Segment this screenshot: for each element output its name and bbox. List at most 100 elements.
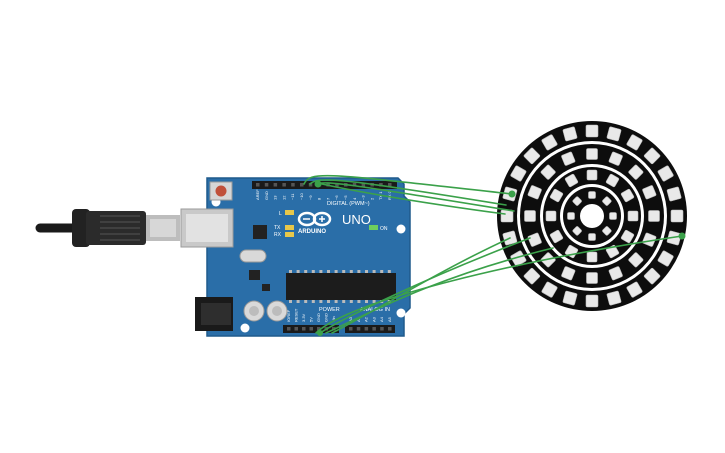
center-ring-led[interactable] — [572, 196, 582, 206]
digital-pin[interactable] — [361, 183, 366, 187]
digital-pin-label: 13 — [273, 195, 278, 200]
digital-header-label: DIGITAL (PWM~) — [327, 201, 370, 207]
digital-pin[interactable] — [388, 183, 392, 187]
outer-ring-led[interactable] — [562, 290, 578, 306]
outer-ring-led[interactable] — [500, 209, 514, 223]
inner-ring-led[interactable] — [586, 251, 598, 263]
middle-ring-led[interactable] — [628, 164, 644, 180]
outer-ring-led[interactable] — [666, 186, 682, 202]
outer-ring-led[interactable] — [606, 126, 622, 142]
wire-power-1[interactable] — [319, 237, 531, 334]
middle-ring-led[interactable] — [527, 232, 542, 247]
digital-pin[interactable] — [256, 183, 260, 187]
outer-ring-led[interactable] — [670, 209, 684, 223]
inner-ring-led[interactable] — [605, 173, 620, 188]
analog-pin[interactable] — [372, 327, 376, 331]
center-ring-led[interactable] — [609, 212, 617, 220]
digital-pin[interactable] — [273, 183, 278, 187]
digital-pin[interactable] — [264, 183, 269, 187]
outer-ring-led[interactable] — [626, 134, 643, 151]
middle-ring-led[interactable] — [608, 266, 623, 281]
inner-ring-led[interactable] — [627, 210, 639, 222]
middle-ring-led[interactable] — [648, 210, 660, 222]
outer-ring-led[interactable] — [585, 294, 599, 308]
outer-ring-led[interactable] — [643, 147, 661, 165]
power-pin[interactable] — [294, 327, 299, 331]
digital-pin[interactable] — [335, 183, 339, 187]
outer-ring-led[interactable] — [541, 134, 558, 151]
wire-data-2[interactable] — [309, 179, 507, 206]
middle-ring-led[interactable] — [524, 210, 536, 222]
power-pin[interactable] — [317, 327, 321, 331]
wire-endpoint[interactable] — [317, 330, 323, 336]
neopixel-rings[interactable] — [497, 121, 687, 311]
outer-ring-led[interactable] — [510, 165, 527, 182]
middle-ring-led[interactable] — [608, 151, 623, 166]
middle-ring-led[interactable] — [527, 185, 542, 200]
inner-ring-led[interactable] — [549, 188, 564, 203]
middle-ring-led[interactable] — [642, 232, 657, 247]
center-ring-led[interactable] — [588, 191, 596, 199]
analog-header[interactable] — [345, 325, 395, 333]
outer-ring-led[interactable] — [626, 281, 643, 298]
analog-pin[interactable] — [388, 327, 392, 331]
outer-ring-led[interactable] — [523, 147, 541, 165]
outer-ring-led[interactable] — [666, 230, 682, 246]
outer-ring-led[interactable] — [657, 165, 674, 182]
outer-ring-led[interactable] — [523, 267, 541, 285]
digital-pin[interactable] — [352, 183, 357, 187]
outer-ring-led[interactable] — [657, 250, 674, 267]
wire-data-4[interactable] — [321, 183, 506, 215]
middle-ring-led[interactable] — [586, 148, 598, 160]
analog-pin-label: A2 — [364, 316, 369, 322]
digital-pin[interactable] — [308, 183, 313, 187]
reset-button[interactable] — [209, 181, 233, 201]
rx-led — [285, 232, 294, 237]
inner-ring-led[interactable] — [586, 169, 598, 181]
middle-ring-led[interactable] — [540, 164, 556, 180]
digital-pin-label: RX 0 — [387, 190, 392, 200]
inner-ring-led[interactable] — [620, 188, 635, 203]
analog-pin[interactable] — [349, 327, 353, 331]
inner-ring-led[interactable] — [564, 173, 579, 188]
analog-pin[interactable] — [364, 327, 369, 331]
digital-pin[interactable] — [291, 183, 295, 187]
usb-cable-icon[interactable] — [35, 209, 180, 247]
wire-gnd-1[interactable] — [331, 237, 511, 334]
wire-endpoint[interactable] — [678, 232, 686, 240]
center-ring-led[interactable] — [572, 226, 582, 236]
middle-ring-led[interactable] — [561, 266, 576, 281]
center-ring-led[interactable] — [567, 212, 575, 220]
outer-ring-led[interactable] — [562, 126, 578, 142]
wire-data-1[interactable] — [303, 174, 513, 195]
analog-pin[interactable] — [356, 327, 361, 331]
middle-ring-led[interactable] — [628, 252, 644, 268]
wire-gnd-2[interactable] — [315, 235, 683, 334]
digital-pin-label: 7 — [325, 197, 330, 200]
center-ring-led[interactable] — [588, 233, 596, 241]
analog-pin[interactable] — [380, 327, 384, 331]
middle-ring-led[interactable] — [642, 185, 657, 200]
outer-ring-led[interactable] — [606, 290, 622, 306]
wire-endpoint[interactable] — [508, 190, 516, 198]
center-ring-led[interactable] — [602, 196, 612, 206]
digital-pin[interactable] — [300, 183, 304, 187]
middle-ring-led[interactable] — [561, 151, 576, 166]
outer-ring-led[interactable] — [585, 124, 599, 138]
digital-pin[interactable] — [282, 183, 286, 187]
power-pin[interactable] — [287, 327, 291, 331]
power-pin[interactable] — [309, 327, 314, 331]
outer-ring-led[interactable] — [541, 281, 558, 298]
power-pin[interactable] — [302, 327, 306, 331]
center-ring-led[interactable] — [602, 226, 612, 236]
inner-ring-led[interactable] — [620, 229, 635, 244]
digital-pin-label: ~9 — [308, 195, 313, 200]
inner-ring-led[interactable] — [549, 229, 564, 244]
middle-ring-led[interactable] — [586, 272, 598, 284]
wire-power-2[interactable] — [325, 247, 554, 334]
inner-ring-led[interactable] — [545, 210, 557, 222]
wire-endpoint[interactable] — [314, 180, 322, 188]
outer-ring-led[interactable] — [643, 267, 661, 285]
